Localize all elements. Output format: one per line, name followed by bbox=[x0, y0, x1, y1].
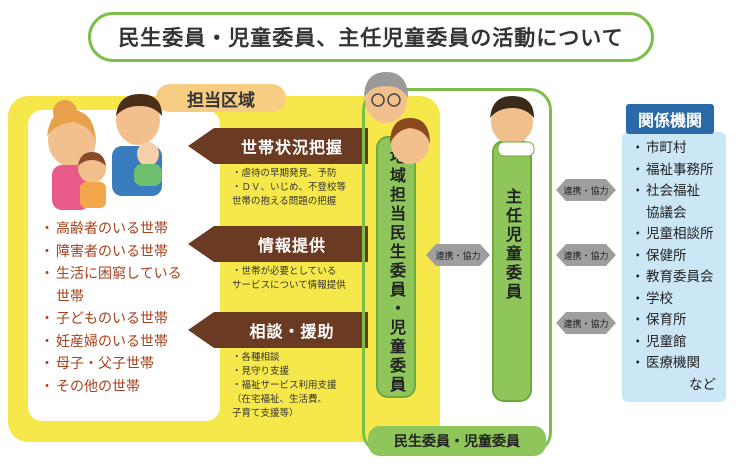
detail-line: ・虐待の早期発見、予防 bbox=[232, 168, 337, 179]
district-commissioner-label: 地域担当民生委員・児童委員 bbox=[387, 148, 406, 395]
page-title: 民生委員・児童委員、主任児童委員の活動について bbox=[88, 12, 654, 62]
list-item: 子どものいる世帯 bbox=[40, 308, 212, 331]
cooperation-arrow: 連携・協力 bbox=[556, 179, 616, 201]
chief-commissioner-label: 主任児童委員 bbox=[503, 188, 522, 302]
list-item: 高齢者のいる世帯 bbox=[40, 218, 212, 241]
detail-line: サービスについて情報提供 bbox=[232, 280, 346, 291]
list-item: 協議会 bbox=[646, 204, 687, 221]
detail-line: ・ＤＶ、いじめ、不登校等 bbox=[232, 182, 347, 193]
list-item: 学校 bbox=[631, 289, 726, 311]
activity-label: 世帯状況把握 bbox=[240, 138, 343, 157]
activity-details: ・各種相談 ・見守り支援 ・福祉サービス利用支援 （在宅福祉、生活費、 子育て支… bbox=[232, 351, 337, 421]
cooperation-arrow: 連携・協力 bbox=[556, 244, 616, 266]
list-item: など bbox=[689, 376, 716, 393]
detail-line: 世帯の抱える問題の把握 bbox=[232, 196, 337, 207]
list-item: その他の世帯 bbox=[40, 376, 212, 399]
detail-line: ・見守り支援 bbox=[232, 366, 290, 377]
activity-arrow: 相談・援助 bbox=[188, 312, 368, 348]
activity-label: 相談・援助 bbox=[249, 322, 335, 341]
list-item: 保健所 bbox=[631, 246, 726, 268]
list-item: 障害者のいる世帯 bbox=[40, 241, 212, 264]
orgs-list: 市町村 福祉事務所 社会福祉 協議会 児童相談所 保健所 教育委員会 学校 保育… bbox=[631, 138, 726, 396]
activity-details: ・虐待の早期発見、予防 ・ＤＶ、いじめ、不登校等 世帯の抱える問題の把握 bbox=[232, 167, 346, 209]
activity-arrow: 情報提供 bbox=[188, 226, 368, 262]
detail-line: 子育て支援等） bbox=[232, 408, 299, 419]
activity-label: 情報提供 bbox=[257, 236, 326, 255]
cooperation-arrow: 連携・協力 bbox=[556, 312, 616, 334]
cooperation-label: 連携・協力 bbox=[563, 186, 609, 197]
detail-line: ・各種相談 bbox=[232, 352, 280, 363]
detail-line: ・福祉サービス利用支援 bbox=[232, 380, 337, 391]
district-commissioner-box: 地域担当民生委員・児童委員 bbox=[376, 136, 416, 398]
list-item: 世帯 bbox=[56, 288, 84, 305]
list-item: 福祉事務所 bbox=[631, 160, 726, 182]
activity-details: ・世帯が必要としている サービスについて情報提供 bbox=[232, 265, 346, 293]
list-item: 児童館 bbox=[631, 332, 726, 354]
area-label: 担当区域 bbox=[156, 84, 286, 112]
cooperation-label: 連携・協力 bbox=[435, 251, 481, 262]
list-item: 医療機関 bbox=[631, 353, 726, 375]
list-item: 児童相談所 bbox=[631, 224, 726, 246]
list-item: 生活に困窮している bbox=[40, 263, 212, 286]
list-item: 母子・父子世帯 bbox=[40, 353, 212, 376]
household-list: 高齢者のいる世帯 障害者のいる世帯 生活に困窮している 世帯 子どものいる世帯 … bbox=[40, 218, 212, 399]
orgs-title: 関係機関 bbox=[626, 104, 714, 134]
cooperation-label: 連携・協力 bbox=[563, 251, 609, 262]
detail-line: ・世帯が必要としている bbox=[232, 266, 337, 277]
chief-commissioner-box: 主任児童委員 bbox=[492, 140, 532, 402]
list-item: 保育所 bbox=[631, 310, 726, 332]
list-item: 社会福祉 bbox=[631, 181, 726, 203]
activity-arrow: 世帯状況把握 bbox=[188, 128, 368, 164]
detail-line: （在宅福祉、生活費、 bbox=[232, 394, 328, 405]
commissioners-label: 民生委員・児童委員 bbox=[368, 426, 546, 456]
list-item: 市町村 bbox=[631, 138, 726, 160]
cooperation-arrow: 連携・協力 bbox=[426, 244, 490, 266]
cooperation-label: 連携・協力 bbox=[563, 319, 609, 330]
list-item: 妊産婦のいる世帯 bbox=[40, 331, 212, 354]
list-item: 教育委員会 bbox=[631, 267, 726, 289]
